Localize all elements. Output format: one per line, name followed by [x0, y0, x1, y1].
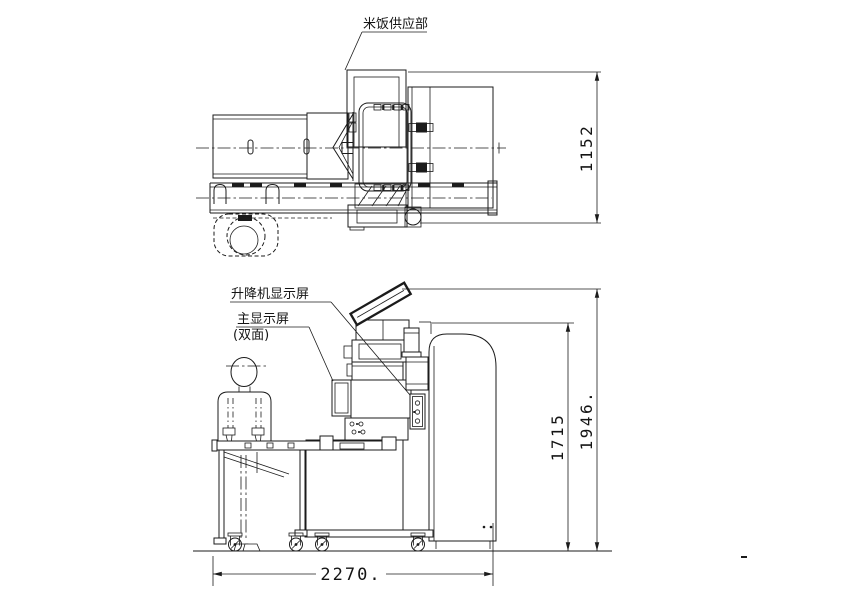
caster: [410, 532, 426, 552]
plan-rice-hopper: [346, 69, 407, 148]
dim-2270: 2270.: [212, 523, 494, 586]
main-display-label-text: 主显示屏: [237, 312, 289, 327]
caster: [227, 532, 243, 552]
lift-column-housing: [419, 321, 497, 549]
plan-machine-body: [407, 86, 494, 209]
label-lift-display: 升降机显示屏: [230, 287, 411, 396]
front-control-panel: [344, 417, 409, 441]
caster: [314, 532, 330, 552]
caster: [288, 532, 304, 552]
dim-1152-text: 1152: [577, 124, 596, 173]
leader-line-rice-supply: [344, 31, 363, 71]
main-display-note-text: (双面): [233, 328, 269, 343]
stray-mark: [741, 556, 747, 558]
label-rice-supply: 米饭供应部: [344, 16, 428, 71]
operator-head: [230, 357, 258, 387]
leader-line-lift-display: [330, 301, 411, 396]
label-main-display: 主显示屏 (双面): [233, 312, 334, 382]
leader-line-main-display: [308, 326, 334, 382]
elevation-view: 1715 1946. 2270. 升降机显示屏 主显示屏 (双面): [193, 281, 747, 586]
dim-1946: 1946.: [402, 288, 601, 551]
lift-display-label-text: 升降机显示屏: [231, 287, 309, 302]
hopper-lid: [348, 281, 413, 327]
operator-torso: [217, 391, 272, 449]
dim-1715-text: 1715: [548, 413, 567, 462]
plan-view: 1152 米饭供应部: [196, 16, 601, 257]
dim-1152: 1152: [408, 71, 601, 224]
lift-mast: [401, 327, 429, 391]
lift-display-panel: [409, 393, 426, 430]
plan-operator-outline: [213, 183, 280, 257]
plan-lift-base: [347, 183, 422, 231]
machine-tower: [343, 319, 412, 419]
plan-feeder-conveyor: [212, 112, 349, 180]
plan-lift-platform: [358, 102, 412, 192]
dim-1946-text: 1946.: [577, 390, 596, 451]
machine-base-body: [304, 439, 434, 538]
operator-figure: [217, 357, 272, 552]
plan-front-belt: [209, 180, 498, 221]
main-display-screen: [331, 379, 352, 417]
rice-supply-label-text: 米饭供应部: [363, 16, 428, 32]
dim-2270-text: 2270.: [320, 565, 381, 585]
operator-head-top: [226, 216, 266, 256]
dim-1715: 1715: [432, 322, 574, 551]
